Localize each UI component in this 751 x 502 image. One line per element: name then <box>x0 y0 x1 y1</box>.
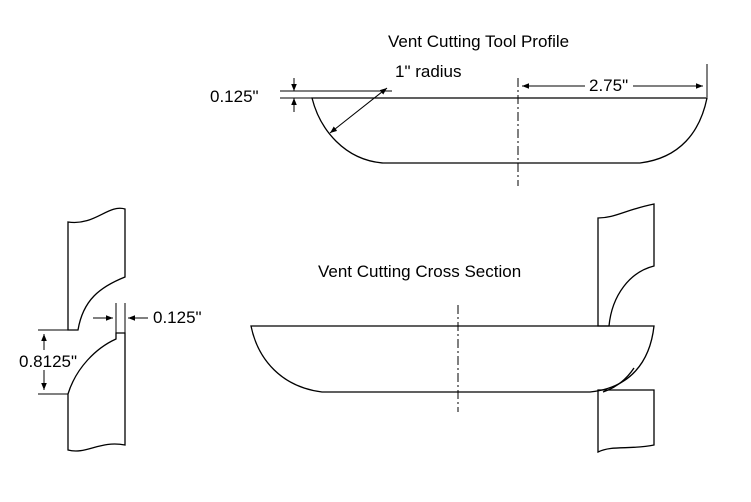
radius-label: 1" radius <box>395 62 462 81</box>
half-width-label-bg <box>585 74 633 94</box>
gap-width-label: 0.125" <box>153 308 202 327</box>
gap-height-label-bg <box>17 350 79 370</box>
tool-profile-shape <box>311 97 708 164</box>
cross-section-block <box>597 203 655 454</box>
cross-section-tool-shape <box>250 325 655 393</box>
radius-leader-line <box>329 87 388 134</box>
cross-section-title: Vent Cutting Cross Section <box>318 262 521 281</box>
tool-profile-title: Vent Cutting Tool Profile <box>388 32 569 51</box>
gap-height-label: 0.8125" <box>19 352 77 371</box>
half-width-label: 2.75" <box>589 76 628 95</box>
depth-top-label: 0.125" <box>210 87 259 106</box>
gap-detail-upper-block <box>67 207 126 331</box>
